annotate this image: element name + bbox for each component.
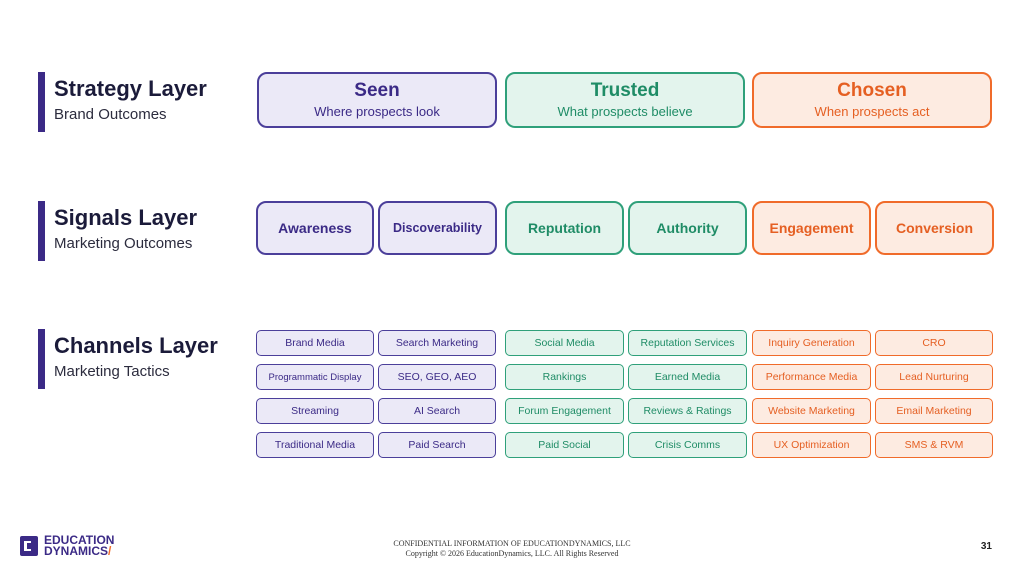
strategy-box-seen: Seen Where prospects look — [257, 72, 497, 128]
channel-item: Programmatic Display — [256, 364, 374, 390]
channel-item: Earned Media — [628, 364, 747, 390]
channel-label: Social Media — [534, 337, 595, 349]
channel-label: Rankings — [542, 371, 587, 383]
channel-item: Website Marketing — [752, 398, 871, 424]
channel-label: Brand Media — [285, 337, 345, 349]
channel-label: Inquiry Generation — [768, 337, 855, 349]
channel-label: Forum Engagement — [518, 405, 611, 417]
strategy-title: Chosen — [837, 80, 907, 101]
layer-title: Channels Layer — [54, 333, 218, 358]
copyright-notice: Copyright © 2026 EducationDynamics, LLC.… — [405, 549, 619, 558]
channel-label: SMS & RVM — [904, 439, 964, 451]
layer-accent-bar — [38, 329, 45, 389]
signal-label: Awareness — [278, 220, 352, 236]
signal-label: Discoverability — [393, 221, 482, 235]
company-logo: EDUCATION DYNAMICS/ — [20, 533, 115, 558]
channel-item: Streaming — [256, 398, 374, 424]
strategy-title: Seen — [354, 80, 400, 101]
channel-item: AI Search — [378, 398, 496, 424]
layer-accent-bar — [38, 201, 45, 261]
channel-label: Reputation Services — [640, 337, 735, 349]
logo-icon — [20, 536, 38, 556]
signal-label: Conversion — [895, 220, 973, 236]
channel-label: Website Marketing — [768, 405, 855, 417]
strategy-subtitle: When prospects act — [814, 104, 930, 119]
channel-item: UX Optimization — [752, 432, 871, 458]
layer-subtitle: Marketing Tactics — [54, 363, 170, 380]
strategy-subtitle: Where prospects look — [314, 104, 440, 119]
channel-label: UX Optimization — [773, 439, 850, 451]
logo-line2-text: DYNAMICS — [44, 544, 109, 558]
strategy-subtitle: What prospects believe — [557, 104, 693, 119]
confidential-notice: CONFIDENTIAL INFORMATION OF EDUCATIONDYN… — [393, 539, 631, 548]
channel-item: Brand Media — [256, 330, 374, 356]
channel-label: Paid Social — [538, 439, 591, 451]
layer-subtitle: Brand Outcomes — [54, 106, 167, 123]
channel-label: AI Search — [413, 405, 461, 417]
signal-label: Authority — [656, 220, 719, 236]
page-number: 31 — [980, 541, 992, 552]
channel-label: CRO — [922, 337, 946, 349]
strategy-title: Trusted — [590, 80, 660, 101]
channel-item: Reputation Services — [628, 330, 747, 356]
signal-box-conversion: Conversion — [875, 201, 994, 255]
channel-item: Paid Social — [505, 432, 624, 458]
channel-item: CRO — [875, 330, 993, 356]
channel-label: Performance Media — [765, 371, 858, 383]
channel-label: Paid Search — [408, 439, 466, 451]
signal-box-authority: Authority — [628, 201, 747, 255]
signal-label: Reputation — [527, 220, 602, 236]
channel-item: Reviews & Ratings — [628, 398, 747, 424]
logo-wordmark: EDUCATION DYNAMICS/ — [44, 533, 115, 558]
channel-item: Inquiry Generation — [752, 330, 871, 356]
signal-label: Engagement — [769, 220, 854, 236]
channel-item: SMS & RVM — [875, 432, 993, 458]
channel-label: Streaming — [291, 405, 339, 417]
channel-item: Performance Media — [752, 364, 871, 390]
channel-item: Rankings — [505, 364, 624, 390]
channel-item: Lead Nurturing — [875, 364, 993, 390]
logo-line1: EDUCATION — [44, 533, 115, 547]
channel-label: Search Marketing — [395, 337, 479, 349]
channel-label: Reviews & Ratings — [643, 405, 732, 417]
signal-box-discoverability: Discoverability — [378, 201, 497, 255]
channel-item: Traditional Media — [256, 432, 374, 458]
channel-label: Crisis Comms — [654, 439, 721, 451]
channel-label: Email Marketing — [896, 405, 972, 417]
layer-subtitle: Marketing Outcomes — [54, 235, 193, 252]
channel-item: Search Marketing — [378, 330, 496, 356]
channel-label: Lead Nurturing — [899, 371, 969, 383]
layer-title: Strategy Layer — [54, 76, 207, 101]
channel-label: SEO, GEO, AEO — [397, 371, 477, 383]
logo-slash: / — [108, 544, 112, 558]
strategy-box-chosen: Chosen When prospects act — [752, 72, 992, 128]
channel-label: Traditional Media — [274, 439, 356, 451]
channel-label: Earned Media — [654, 371, 721, 383]
signal-box-awareness: Awareness — [256, 201, 374, 255]
layer-title: Signals Layer — [54, 205, 198, 230]
logo-line2: DYNAMICS/ — [44, 544, 114, 558]
signal-box-engagement: Engagement — [752, 201, 871, 255]
layer-accent-bar — [38, 72, 45, 132]
strategy-box-trusted: Trusted What prospects believe — [505, 72, 745, 128]
footer-legal: CONFIDENTIAL INFORMATION OF EDUCATIONDYN… — [0, 539, 1024, 559]
channel-item: SEO, GEO, AEO — [378, 364, 496, 390]
channel-label: Programmatic Display — [268, 371, 362, 383]
channel-item: Paid Search — [378, 432, 496, 458]
channel-item: Crisis Comms — [628, 432, 747, 458]
channel-item: Forum Engagement — [505, 398, 624, 424]
signal-box-reputation: Reputation — [505, 201, 624, 255]
channel-item: Email Marketing — [875, 398, 993, 424]
channel-item: Social Media — [505, 330, 624, 356]
